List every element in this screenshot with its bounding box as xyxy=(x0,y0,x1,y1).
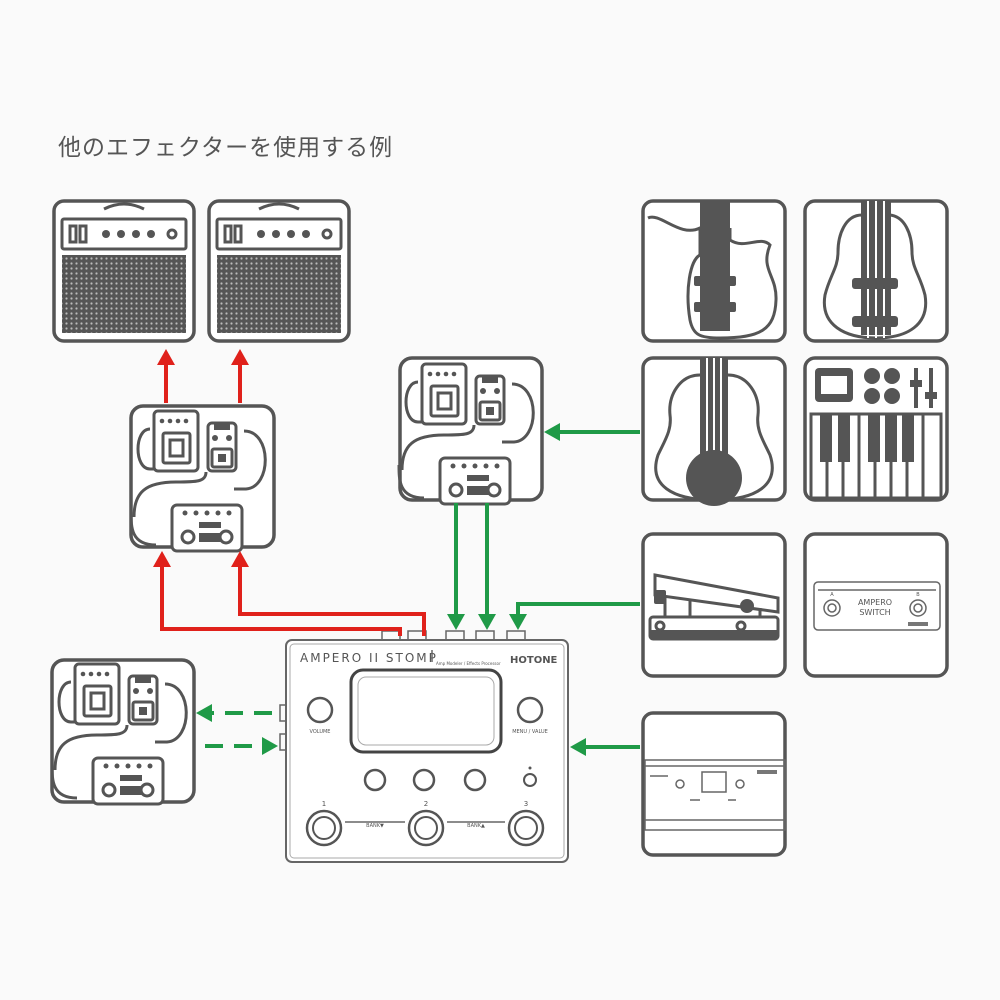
menu-knob-label: MENU / VALUE xyxy=(512,729,548,735)
another-effects-processor-icon xyxy=(641,711,787,857)
page-title: 他のエフェクターを使用する例 xyxy=(58,135,394,161)
footswitch-3-label: 3 xyxy=(524,800,528,808)
amplifier-right xyxy=(207,199,351,343)
bank-up-label: BANK▲ xyxy=(467,823,485,829)
bank-down-label: BANK▼ xyxy=(366,823,384,829)
effects-pedals-input-box xyxy=(397,356,544,506)
input-connections xyxy=(196,423,640,756)
device-subtitle: Amp Modeler / Effects Processor xyxy=(436,661,501,666)
switch-model-label: SWITCH xyxy=(859,608,890,617)
effects-pedals-loop-box xyxy=(50,658,196,806)
switch-a-label: A xyxy=(830,592,834,598)
ampero-ii-stomp-unit: AMPERO II STOMP Amp Modeler / Effects Pr… xyxy=(279,630,569,863)
electric-guitar-icon xyxy=(641,199,787,343)
footswitch-1-label: 1 xyxy=(322,800,326,808)
keyboard-synth-icon xyxy=(803,356,949,502)
device-brand: AMPERO II STOMP xyxy=(300,651,438,665)
acoustic-guitar-icon xyxy=(641,356,787,506)
amplifier-left xyxy=(52,199,196,343)
expression-pedal-icon xyxy=(641,532,787,678)
switch-brand-label: AMPERO xyxy=(858,598,892,607)
device-maker: HOTONE xyxy=(510,655,558,666)
ampero-switch-icon: AMPERO SWITCH A B xyxy=(803,532,949,678)
switch-b-label: B xyxy=(916,592,920,598)
effects-pedals-send-box xyxy=(129,404,276,553)
acoustic-bass-icon xyxy=(803,199,949,343)
volume-knob-label: VOLUME xyxy=(310,729,331,735)
output-connections xyxy=(153,349,426,636)
footswitch-2-label: 2 xyxy=(424,800,428,808)
